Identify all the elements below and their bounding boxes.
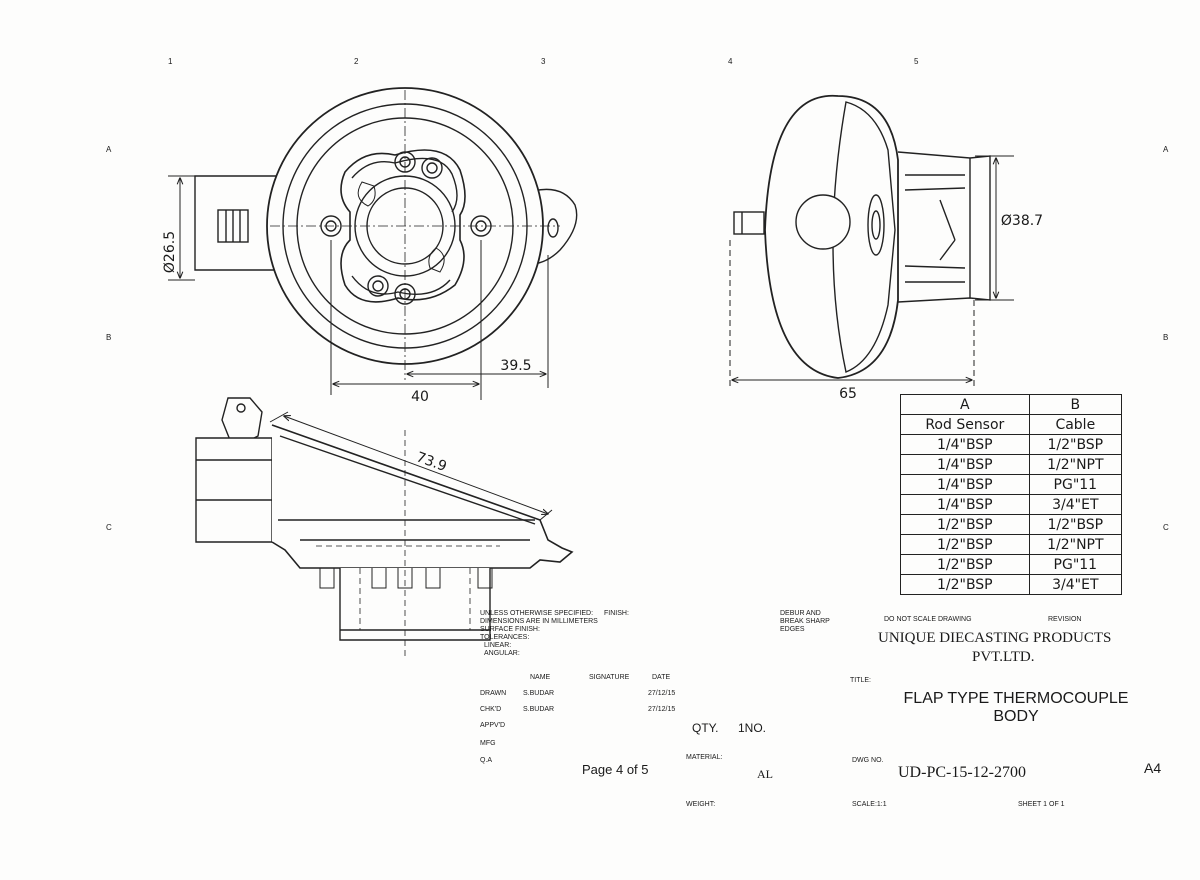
dim-39-5: 39.5 (500, 358, 531, 374)
grid-col-5: 5 (914, 57, 919, 66)
drawn-by-name: S.BUDAR (523, 690, 555, 697)
grid-col-4: 4 (728, 57, 733, 66)
dim-dia-26-5: Ø26.5 (162, 231, 178, 273)
scale-label: Scale:1:1 (852, 801, 887, 808)
dim-65: 65 (839, 386, 857, 402)
table-cell: 1/2"NPT (1028, 534, 1123, 555)
title-label: Title: (850, 677, 872, 684)
role-mfg: Mfg (480, 740, 496, 747)
table-cell: 1/2"BSP (900, 554, 1030, 575)
note-line: Linear: (484, 642, 512, 649)
table-cell: 1/2"NPT (1028, 454, 1123, 475)
variant-table-subheader-row: Rod Sensor Cable (900, 414, 1123, 435)
column-header-date: Date (652, 674, 671, 681)
dim-dia-38-7: Ø38.7 (1001, 213, 1043, 229)
qty-value: 1NO. (738, 721, 767, 735)
grid-row-c-right: C (1163, 523, 1169, 532)
grid-row-b-right: B (1163, 333, 1168, 342)
table-cell: 3/4"ET (1028, 574, 1123, 595)
do-not-scale-note: Do not scale drawing (884, 616, 972, 623)
general-notes: Unless otherwise specified: Dimensions a… (480, 610, 598, 658)
variant-table-header-row: A B (900, 394, 1123, 415)
note-line: Tolerances: (480, 634, 530, 641)
table-cell: 1/2"BSP (1028, 514, 1123, 535)
front-view (194, 87, 578, 380)
material-label: Material: (686, 754, 723, 761)
table-cell: 1/2"BSP (1028, 434, 1123, 455)
sheet-label: Sheet 1 of 1 (1018, 801, 1065, 808)
checked-date: 27/12/15 (648, 706, 676, 713)
role-approved: Appv'd (480, 722, 506, 729)
side-view-dimensions (729, 155, 1014, 390)
revision-label: Revision (1048, 616, 1082, 623)
variant-table-header-b: B (1028, 394, 1123, 415)
note-line: edges (780, 626, 805, 633)
weight-label: Weight: (686, 801, 716, 808)
company-name: UNIQUE DIECASTING PRODUCTS (878, 630, 1112, 646)
grid-row-a-left: A (106, 145, 112, 154)
grid-row-a-right: A (1163, 145, 1169, 154)
table-cell: 1/4"BSP (900, 494, 1030, 515)
qty-label: QTY. (692, 721, 719, 735)
table-cell: 1/2"BSP (900, 514, 1030, 535)
section-view-dimensions (269, 411, 553, 521)
grid-row-c-left: C (106, 523, 112, 532)
table-cell: 1/2"BSP (900, 574, 1030, 595)
drawn-date: 27/12/15 (648, 690, 676, 697)
dim-40: 40 (411, 389, 429, 405)
page-indicator: Page 4 of 5 (582, 762, 649, 777)
front-view-dimensions (168, 175, 549, 400)
material-value: AL (757, 767, 773, 781)
grid-col-3: 3 (541, 57, 546, 66)
table-cell: 3/4"ET (1028, 494, 1123, 515)
table-cell: 1/4"BSP (900, 454, 1030, 475)
company-name-suffix: PVT.LTD. (972, 649, 1035, 665)
note-line: Debur and (780, 610, 821, 617)
debur-note: Debur and break sharp edges (780, 610, 830, 634)
side-view (733, 94, 991, 379)
note-line: Surface finish: (480, 626, 540, 633)
role-qa: Q.A (480, 757, 493, 764)
column-header-signature: Signature (589, 674, 630, 681)
table-cell: 1/4"BSP (900, 434, 1030, 455)
table-cell: 1/2"BSP (900, 534, 1030, 555)
grid-labels: 1 2 3 4 5 A A B B C C (106, 57, 1169, 532)
finish-label: Finish: (604, 610, 629, 617)
drawing-number: UD-PC-15-12-2700 (898, 764, 1026, 781)
variant-table-subheader-rod-sensor: Rod Sensor (900, 414, 1030, 435)
drawing-title-line: BODY (993, 708, 1039, 725)
role-checked: Chk'd (480, 706, 502, 713)
note-line: Unless otherwise specified: (480, 610, 594, 617)
note-line: break sharp (780, 618, 830, 625)
sheet-size: A4 (1144, 760, 1162, 776)
table-cell: PG"11 (1028, 554, 1123, 575)
dwg-no-label: Dwg No. (852, 757, 884, 764)
drawing-title: FLAP TYPE THERMOCOUPLE BODY (886, 690, 1146, 726)
variant-table-subheader-cable: Cable (1028, 414, 1123, 435)
grid-col-2: 2 (354, 57, 359, 66)
table-cell: 1/4"BSP (900, 474, 1030, 495)
role-drawn: Drawn (480, 690, 507, 697)
drawing-title-line: FLAP TYPE THERMOCOUPLE (903, 690, 1129, 707)
variant-table-header-a: A (900, 394, 1030, 415)
checked-by-name: S.BUDAR (523, 706, 555, 713)
note-line: Angular: (484, 650, 520, 657)
column-header-name: Name (530, 674, 551, 681)
grid-col-1: 1 (168, 57, 173, 66)
table-cell: PG"11 (1028, 474, 1123, 495)
note-line: Dimensions are in millimeters (480, 618, 598, 625)
grid-row-b-left: B (106, 333, 111, 342)
